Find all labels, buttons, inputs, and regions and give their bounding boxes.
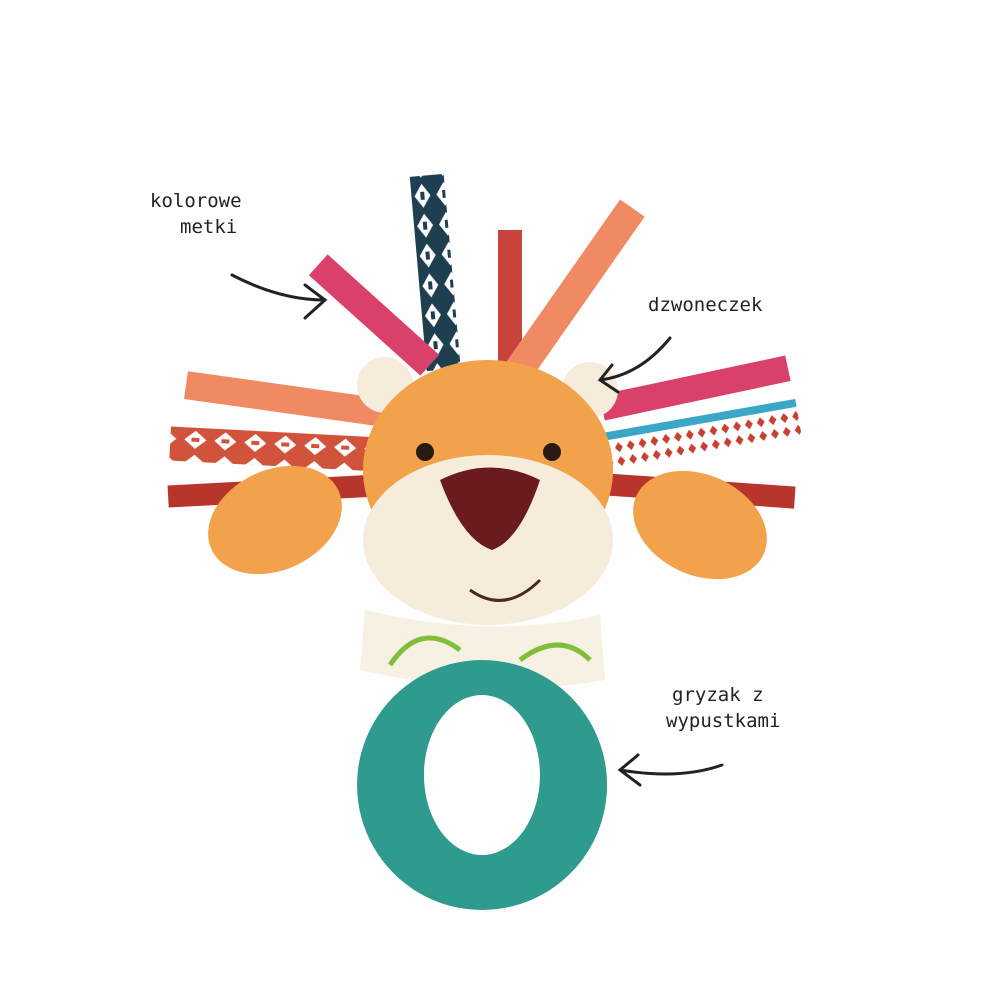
right-eye [543, 443, 561, 461]
arrow-bell [597, 336, 672, 394]
label-teether: gryzak z wypustkami [666, 682, 780, 734]
lion-body [208, 357, 767, 688]
label-line: kolorowe [150, 190, 242, 212]
leaf-print-collar [360, 610, 605, 688]
arrow-tags [230, 273, 328, 320]
teether-ring [357, 660, 608, 911]
label-bell: dzwoneczek [648, 292, 762, 318]
left-eye [416, 443, 434, 461]
label-line: metki [180, 216, 238, 238]
label-line: dzwoneczek [648, 294, 763, 316]
mouth [469, 578, 542, 602]
label-line: gryzak z [672, 684, 764, 706]
nose [440, 467, 540, 550]
annotation-arrows [230, 273, 724, 787]
arrow-teether [617, 753, 724, 787]
label-colorful-tags: kolorowe metki [150, 188, 242, 240]
label-line: wypustkami [666, 710, 781, 732]
